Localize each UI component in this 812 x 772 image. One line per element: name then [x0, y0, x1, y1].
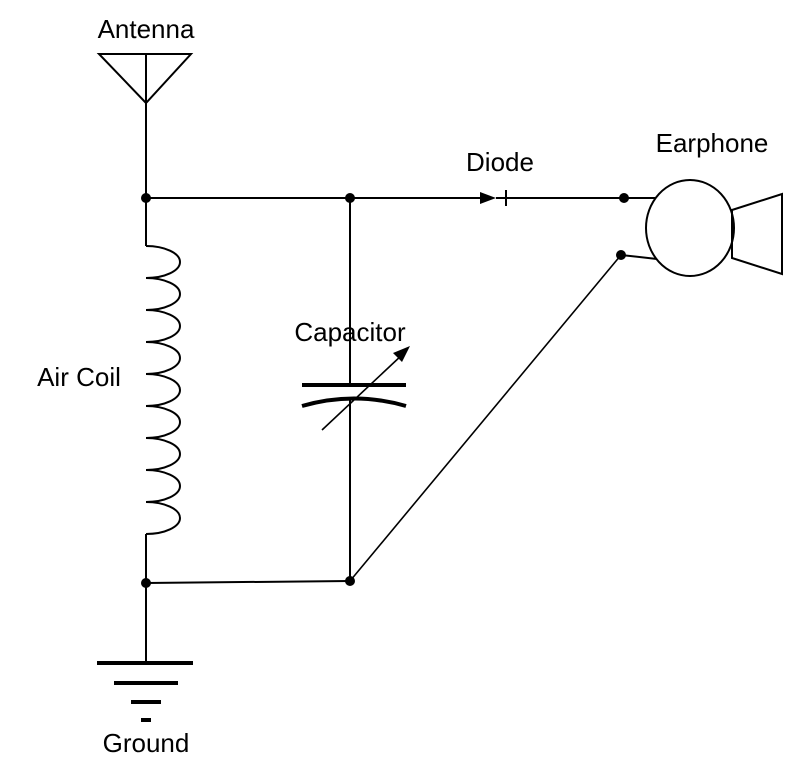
- diode-symbol: [480, 190, 507, 206]
- antenna-symbol: [96, 53, 194, 105]
- diode-label: Diode: [466, 147, 534, 177]
- junction-dot: [141, 193, 151, 203]
- junction-dot: [619, 193, 629, 203]
- variable-capacitor-symbol: [301, 346, 410, 431]
- air-coil-symbol: [145, 245, 181, 535]
- junction-dot: [616, 250, 626, 260]
- ground-label: Ground: [103, 728, 190, 758]
- ground-symbol: [97, 661, 193, 722]
- air-coil-label: Air Coil: [37, 362, 121, 392]
- earphone-return-wire: [349, 254, 622, 582]
- junction-dot: [345, 193, 355, 203]
- bottom-rail-wire: [145, 580, 351, 584]
- earphone-symbol: [645, 179, 783, 277]
- junction-dot: [345, 576, 355, 586]
- antenna-label: Antenna: [98, 14, 195, 44]
- earphone-label: Earphone: [656, 128, 769, 158]
- junction-dot: [141, 578, 151, 588]
- earphone-lead-bottom: [620, 254, 658, 260]
